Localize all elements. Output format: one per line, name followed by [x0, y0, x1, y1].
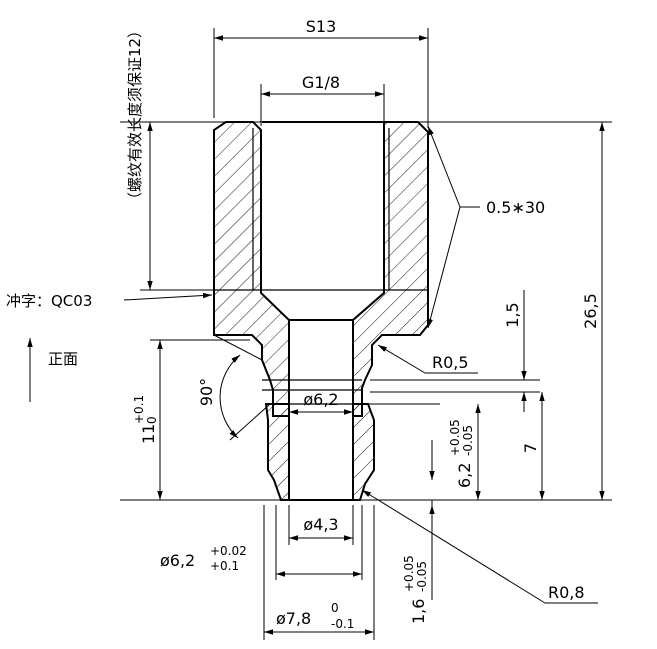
dimension-lines	[147, 35, 605, 635]
svg-text:+0.1: +0.1	[210, 559, 239, 573]
svg-text:-0.1: -0.1	[331, 617, 354, 631]
dim-g18: G1/8	[302, 73, 340, 92]
dim-7: 7	[521, 443, 540, 453]
leader-lines	[27, 125, 598, 604]
svg-text:0: 0	[145, 416, 159, 424]
stamp-label: 冲字：QC03	[6, 292, 92, 310]
svg-text:-0.05: -0.05	[461, 425, 475, 456]
svg-text:+0.05: +0.05	[448, 419, 462, 456]
left-wall-section	[213, 121, 290, 417]
svg-text:ø6,2: ø6,2	[160, 551, 195, 570]
thread-length-note: （螺纹有效长度须保证12）	[126, 23, 144, 207]
svg-text:+0.1: +0.1	[132, 395, 146, 424]
dim-d62-bore: ø6,2	[303, 390, 338, 409]
right-wall-section	[352, 121, 429, 417]
dim-chamfer: 0.5∗30	[486, 198, 545, 217]
front-label: 正面	[48, 350, 78, 368]
dim-r05: R0,5	[432, 353, 469, 372]
dim-1-5: 1,5	[503, 302, 522, 327]
svg-text:+0.05: +0.05	[402, 555, 416, 592]
dim-s13: S13	[306, 17, 337, 36]
dim-16-vertical: 1,6 +0.05 -0.05	[402, 555, 429, 624]
dim-11: 11 +0.1 0	[132, 395, 159, 444]
labels: S13 G1/8 0.5∗30 R0,5 R0,8 ø6,2 ø4,3 ø6,2…	[6, 17, 600, 631]
part-section	[213, 121, 429, 501]
dim-d43: ø4,3	[303, 515, 338, 534]
svg-text:ø7,8: ø7,8	[276, 609, 311, 628]
dim-d62-tol: ø6,2 +0.02 +0.1	[160, 544, 247, 573]
svg-text:-0.05: -0.05	[415, 561, 429, 592]
dim-62-vertical: 6,2 +0.05 -0.05	[448, 419, 475, 488]
dim-d78: ø7,8 0 -0.1	[276, 601, 354, 631]
svg-text:11: 11	[139, 424, 158, 444]
svg-text:1,6: 1,6	[409, 599, 428, 624]
dim-r08: R0,8	[548, 583, 585, 602]
dim-26-5: 26,5	[581, 293, 600, 329]
left-lower-section	[264, 403, 290, 501]
right-lower-section	[352, 403, 375, 501]
svg-text:+0.02: +0.02	[210, 544, 247, 558]
dim-angle-90: 90°	[197, 378, 216, 406]
svg-text:0: 0	[331, 601, 339, 615]
svg-text:6,2: 6,2	[455, 463, 474, 488]
